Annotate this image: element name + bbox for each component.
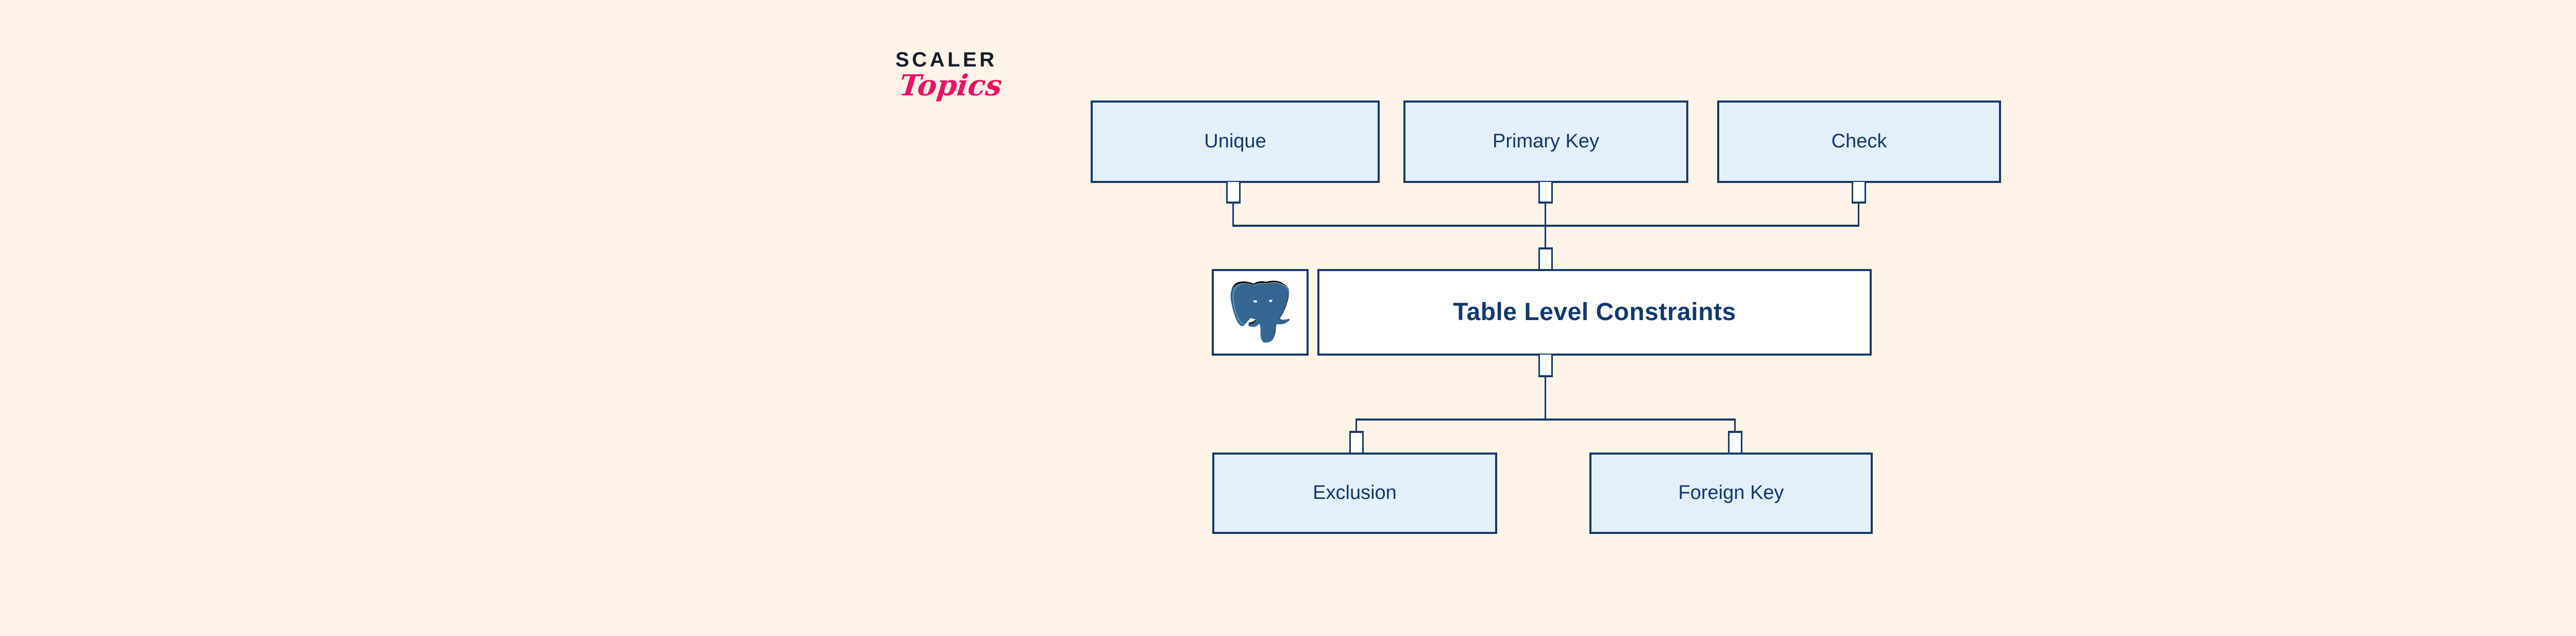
- node-primary-key-label: Primary Key: [1493, 130, 1599, 153]
- connector-drop-check: [1858, 203, 1859, 226]
- node-table-level-constraints-label: Table Level Constraints: [1453, 298, 1736, 326]
- connector-stub-center-bottom: [1538, 355, 1553, 377]
- node-unique[interactable]: Unique: [1091, 101, 1380, 183]
- connector-stub-foreign-key: [1728, 431, 1742, 454]
- connector-stub-check: [1852, 182, 1866, 204]
- node-foreign-key-label: Foreign Key: [1678, 482, 1784, 504]
- connector-stub-center-top: [1538, 247, 1553, 270]
- node-primary-key[interactable]: Primary Key: [1403, 101, 1688, 183]
- postgresql-elephant-icon: [1230, 280, 1293, 345]
- connector-stub-unique: [1226, 182, 1241, 204]
- node-exclusion[interactable]: Exclusion: [1212, 453, 1497, 534]
- connector-center-vertical-bottom: [1545, 376, 1546, 420]
- node-check-label: Check: [1831, 130, 1887, 153]
- connector-stub-primary-key: [1538, 182, 1553, 204]
- connector-drop-unique: [1232, 203, 1234, 226]
- node-unique-label: Unique: [1204, 130, 1266, 153]
- postgresql-logo-cell: [1212, 269, 1309, 356]
- node-exclusion-label: Exclusion: [1313, 482, 1397, 504]
- logo-wordmark-topics: Topics: [897, 69, 1004, 103]
- connector-stub-exclusion: [1349, 431, 1364, 454]
- connector-bus-bottom: [1355, 419, 1736, 421]
- connector-center-vertical-top: [1545, 203, 1546, 268]
- node-foreign-key[interactable]: Foreign Key: [1589, 453, 1873, 534]
- node-table-level-constraints[interactable]: Table Level Constraints: [1317, 269, 1872, 356]
- node-check[interactable]: Check: [1717, 101, 2001, 183]
- scaler-topics-logo: SCALER Topics: [895, 49, 1024, 127]
- logo-wordmark-scaler: SCALER: [895, 48, 997, 71]
